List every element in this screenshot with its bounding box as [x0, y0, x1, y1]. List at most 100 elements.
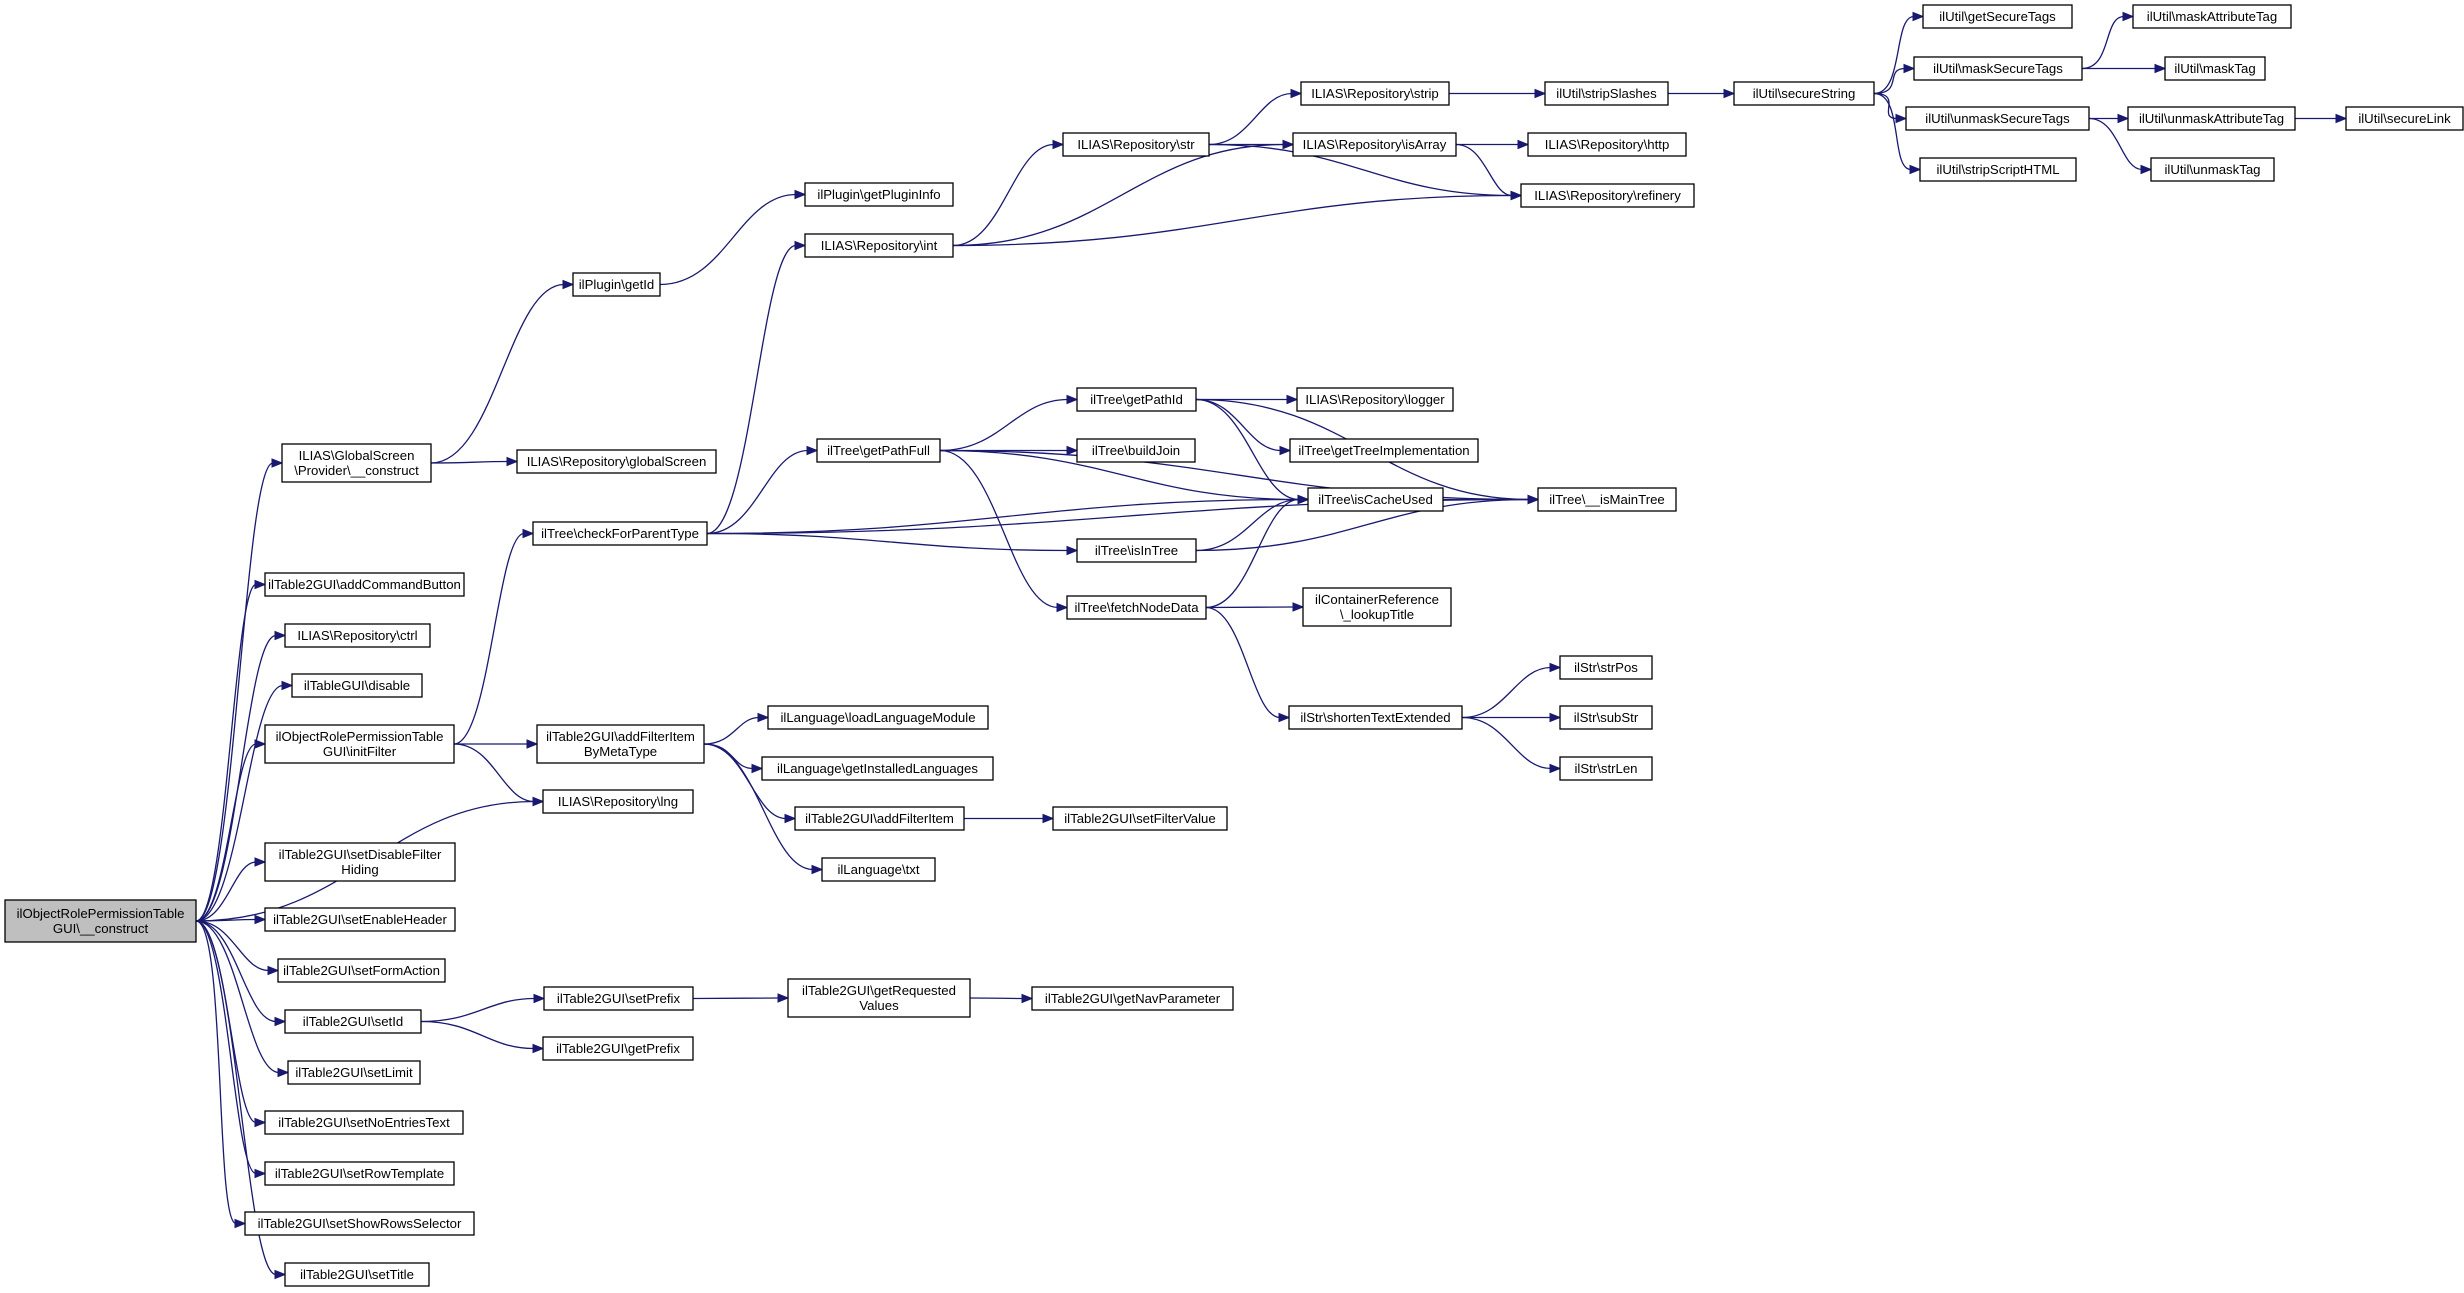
node-iltree-fetchnodedata[interactable]: ilTree\fetchNodeData — [1066, 595, 1207, 620]
node-label: ilLanguage\txt — [837, 862, 919, 877]
node-ilobjectrolepermissiontable-gui-construct[interactable]: ilObjectRolePermissionTableGUI\__constru… — [4, 899, 197, 943]
node-box — [1031, 986, 1234, 1011]
node-iltable2gui-addfilteritem[interactable]: ilTable2GUI\addFilterItem — [794, 806, 965, 831]
node-ilutil-getsecuretags[interactable]: ilUtil\getSecureTags — [1922, 4, 2073, 29]
node-label: ilTable2GUI\setFormAction — [283, 963, 440, 978]
node-label: ILIAS\GlobalScreen — [299, 448, 415, 463]
edge-n54-to-n59 — [2088, 117, 2143, 171]
node-illanguage-txt[interactable]: ilLanguage\txt — [821, 857, 936, 882]
node-ilutil-stripscripthtml[interactable]: ilUtil\stripScriptHTML — [1919, 157, 2077, 182]
node-ilias-repository-lng[interactable]: ILIAS\Repository\lng — [542, 789, 694, 814]
node-box — [264, 842, 456, 882]
arrowhead-n10-to-n20 — [533, 993, 546, 1004]
node-ilstr-shortentextextended[interactable]: ilStr\shortenTextExtended — [1288, 705, 1463, 730]
node-iltable2gui-setprefix[interactable]: ilTable2GUI\setPrefix — [543, 986, 694, 1011]
node-iltable2gui-addcommandbutton[interactable]: ilTable2GUI\addCommandButton — [264, 572, 465, 597]
edge-n10-to-n21 — [420, 1020, 535, 1050]
arrowhead-n24-to-n34 — [1056, 602, 1069, 613]
node-box — [542, 1036, 694, 1061]
arrowhead-n0-to-n13 — [254, 1168, 267, 1179]
node-box — [1559, 655, 1653, 680]
edge-n0-to-n8 — [195, 918, 257, 922]
node-ilstr-strpos[interactable]: ilStr\strPos — [1559, 655, 1653, 680]
arrowhead-n1-to-n16 — [562, 279, 575, 290]
node-ilutil-unmasktag[interactable]: ilUtil\unmaskTag — [2150, 157, 2275, 182]
node-ilutil-unmasksecuretags[interactable]: ilUtil\unmaskSecureTags — [1905, 106, 2090, 131]
node-iltable2gui-setfiltervalue[interactable]: ilTable2GUI\setFilterValue — [1052, 806, 1228, 831]
node-ilias-repository-refinery[interactable]: ILIAS\Repository\refinery — [1520, 183, 1695, 208]
edge-n51-to-n52 — [1873, 15, 1915, 95]
node-label: ilTable2GUI\setDisableFilter — [279, 847, 442, 862]
node-iltree-iscacheused[interactable]: ilTree\isCacheUsed — [1307, 487, 1444, 512]
node-ilutil-stripslashes[interactable]: ilUtil\stripSlashes — [1544, 81, 1669, 106]
node-ilstr-strlen[interactable]: ilStr\strLen — [1559, 756, 1653, 781]
node-iltable2gui-setenableheader[interactable]: ilTable2GUI\setEnableHeader — [264, 907, 456, 932]
node-ilutil-securelink[interactable]: ilUtil\secureLink — [2345, 106, 2464, 131]
arrowhead-n44-to-n51 — [1723, 88, 1736, 99]
node-iltable2gui-setrowtemplate[interactable]: ilTable2GUI\setRowTemplate — [264, 1161, 455, 1186]
node-illanguage-loadlanguagemodule[interactable]: ilLanguage\loadLanguageModule — [767, 705, 989, 730]
node-ilias-repository-int[interactable]: ILIAS\Repository\int — [804, 233, 954, 258]
node-box — [516, 449, 717, 474]
edge-n0-to-n2 — [195, 583, 257, 922]
arrowhead-n41-to-n47 — [1527, 494, 1540, 505]
node-ilplugin-getplugininfo[interactable]: ilPlugin\getPluginInfo — [804, 182, 954, 207]
arrowhead-n1-to-n17 — [506, 456, 519, 467]
node-ilutil-masksecuretags[interactable]: ilUtil\maskSecureTags — [1913, 56, 2083, 81]
node-ilias-repository-logger[interactable]: ILIAS\Repository\logger — [1296, 387, 1454, 412]
arrowhead-n16-to-n22 — [794, 189, 807, 200]
node-ilutil-securestring[interactable]: ilUtil\secureString — [1733, 81, 1875, 106]
node-iltable2gui-setlimit[interactable]: ilTable2GUI\setLimit — [287, 1060, 421, 1085]
node-box — [572, 272, 661, 297]
edge-n16-to-n22 — [659, 193, 797, 286]
node-ilias-repository-globalscreen[interactable]: ILIAS\Repository\globalScreen — [516, 449, 717, 474]
node-ilutil-maskattributetag[interactable]: ilUtil\maskAttributeTag — [2132, 4, 2292, 29]
node-label: ilTree\isCacheUsed — [1318, 492, 1433, 507]
node-iltable2gui-getnavparameter[interactable]: ilTable2GUI\getNavParameter — [1031, 986, 1234, 1011]
node-iltree-isintree[interactable]: ilTree\isInTree — [1076, 538, 1197, 563]
node-ilplugin-getid[interactable]: ilPlugin\getId — [572, 272, 661, 297]
node-label: ilTree\checkForParentType — [541, 526, 699, 541]
arrowhead-n0-to-n14 — [234, 1218, 247, 1229]
node-iltable2gui-settitle[interactable]: ilTable2GUI\setTitle — [284, 1262, 430, 1287]
edge-n10-to-n20 — [420, 997, 536, 1023]
node-iltable2gui-setnoentriestext[interactable]: ilTable2GUI\setNoEntriesText — [264, 1110, 464, 1135]
edge-n33-to-n41 — [1195, 498, 1300, 552]
node-ilcontainerreference-lookuptitle[interactable]: ilContainerReference\_lookupTitle — [1302, 587, 1452, 627]
node-iltree-gettreeimplementation[interactable]: ilTree\getTreeImplementation — [1289, 438, 1479, 463]
node-ilias-repository-strip[interactable]: ILIAS\Repository\strip — [1300, 81, 1450, 106]
node-ilias-globalscreen-provider-construct[interactable]: ILIAS\GlobalScreen\Provider\__construct — [281, 443, 432, 483]
edge-n31-to-n40 — [1195, 398, 1282, 452]
node-ilias-repository-ctrl[interactable]: ILIAS\Repository\ctrl — [284, 623, 431, 648]
edge-n0-to-n1 — [195, 462, 274, 922]
node-ilias-repository-http[interactable]: ILIAS\Repository\http — [1527, 132, 1687, 157]
node-ilias-repository-isarray[interactable]: ILIAS\Repository\isArray — [1292, 132, 1457, 157]
node-iltable2gui-getprefix[interactable]: ilTable2GUI\getPrefix — [542, 1036, 694, 1061]
node-illanguage-getinstalledlanguages[interactable]: ilLanguage\getInstalledLanguages — [761, 756, 994, 781]
edge-n1-to-n16 — [430, 283, 565, 464]
edge-n18-to-n33 — [706, 532, 1069, 552]
node-ilobjectrolepermissiontable-gui-initfilter[interactable]: ilObjectRolePermissionTableGUI\initFilte… — [264, 724, 455, 764]
node-ilutil-unmaskattributetag[interactable]: ilUtil\unmaskAttributeTag — [2127, 106, 2296, 131]
node-iltable2gui-setid[interactable]: ilTable2GUI\setId — [284, 1009, 422, 1034]
node-iltree-ismaintree[interactable]: ilTree\__isMainTree — [1537, 487, 1677, 512]
node-box — [1062, 132, 1210, 157]
node-ilutil-masktag[interactable]: ilUtil\maskTag — [2164, 56, 2266, 81]
node-iltree-getpathid[interactable]: ilTree\getPathId — [1076, 387, 1197, 412]
arrowhead-n58-to-n60 — [2335, 113, 2348, 124]
arrowhead-n0-to-n2 — [254, 579, 267, 590]
node-iltree-buildjoin[interactable]: ilTree\buildJoin — [1076, 438, 1196, 463]
node-iltree-getpathfull[interactable]: ilTree\getPathFull — [816, 438, 941, 463]
node-label: ilTree\getPathFull — [827, 443, 930, 458]
node-ilias-repository-str[interactable]: ILIAS\Repository\str — [1062, 132, 1210, 157]
arrowhead-n0-to-n3 — [274, 630, 287, 641]
node-iltablegui-disable[interactable]: ilTableGUI\disable — [291, 673, 423, 698]
node-ilstr-substr[interactable]: ilStr\subStr — [1559, 705, 1653, 730]
node-iltable2gui-setshowrowsselector[interactable]: ilTable2GUI\setShowRowsSelector — [244, 1211, 475, 1236]
node-iltable2gui-setformaction[interactable]: ilTable2GUI\setFormAction — [277, 958, 446, 983]
arrowhead-n27-to-n35 — [1042, 813, 1055, 824]
node-iltree-checkforparenttype[interactable]: ilTree\checkForParentType — [532, 521, 708, 546]
